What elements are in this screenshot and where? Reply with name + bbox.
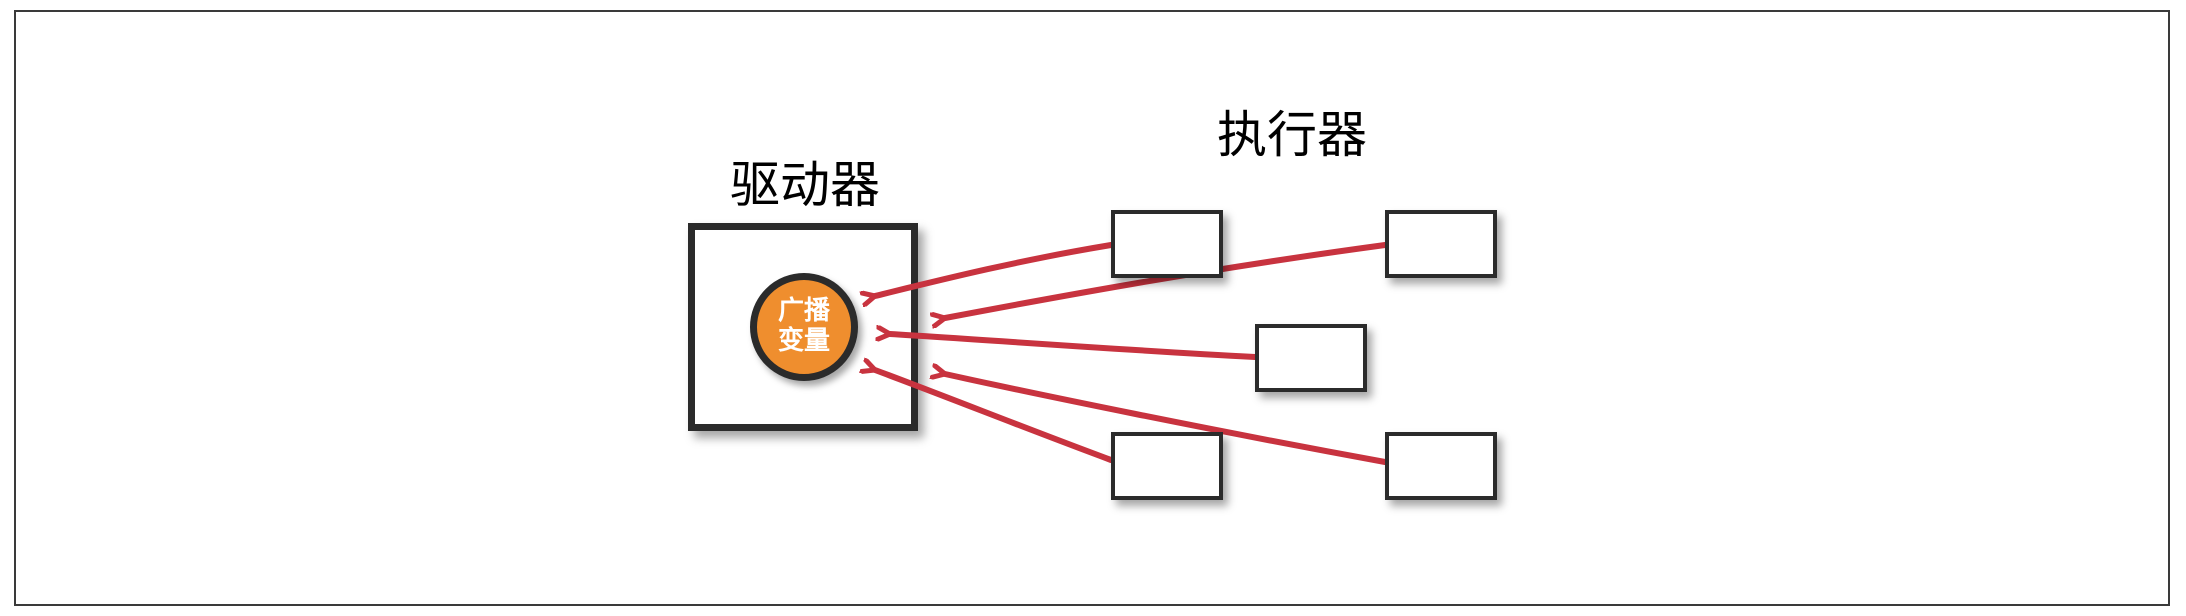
executor-box <box>1385 210 1497 278</box>
executor-box <box>1385 432 1497 500</box>
executor-title: 执行器 <box>1217 106 1367 164</box>
broadcast-variable: 广播 变量 <box>750 273 858 381</box>
broadcast-label-line2: 变量 <box>777 326 830 356</box>
arrow-icon <box>890 334 1258 360</box>
executor-box <box>1255 324 1367 392</box>
executor-box <box>1111 432 1223 500</box>
driver-title: 驱动器 <box>730 156 880 214</box>
executor-box <box>1111 210 1223 278</box>
broadcast-label-line1: 广播 <box>777 296 830 327</box>
